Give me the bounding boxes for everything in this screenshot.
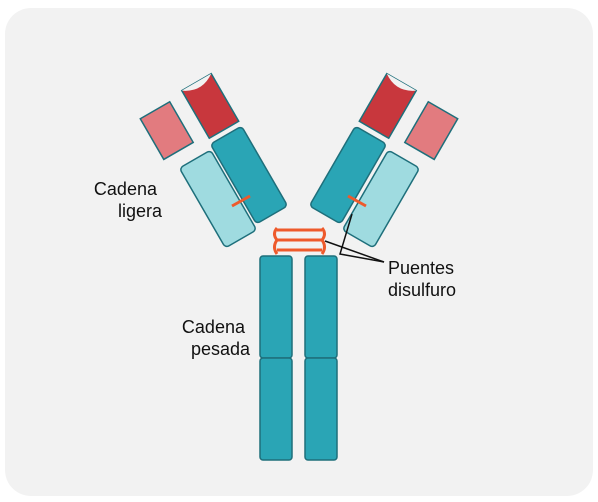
diagram-background: [5, 8, 593, 496]
heavy-chain-variable-left: [180, 72, 240, 140]
light-chain-left: [180, 150, 256, 248]
light-chain-variable-left: [139, 100, 195, 161]
heavy-chain-left: [259, 255, 293, 461]
light-chain-variable-right: [403, 100, 459, 161]
heavy-chain-arm-left: [211, 126, 287, 224]
disulfide-callout-lines: [324, 213, 385, 263]
light-chain-label: Cadena ligera: [94, 179, 163, 221]
heavy-chain-label: Cadena pesada: [182, 317, 251, 359]
disulfide-bond-right-arm: [347, 194, 367, 208]
disulfide-bond-left-arm: [231, 194, 251, 208]
heavy-chain-variable-right: [358, 72, 418, 140]
disulfide-bonds-label: Puentes disulfuro: [388, 258, 459, 300]
disulfide-bonds-hinge: [273, 227, 326, 255]
heavy-chain-right: [304, 255, 338, 461]
light-chain-right: [343, 150, 419, 248]
heavy-chain-arm-right: [310, 126, 386, 224]
